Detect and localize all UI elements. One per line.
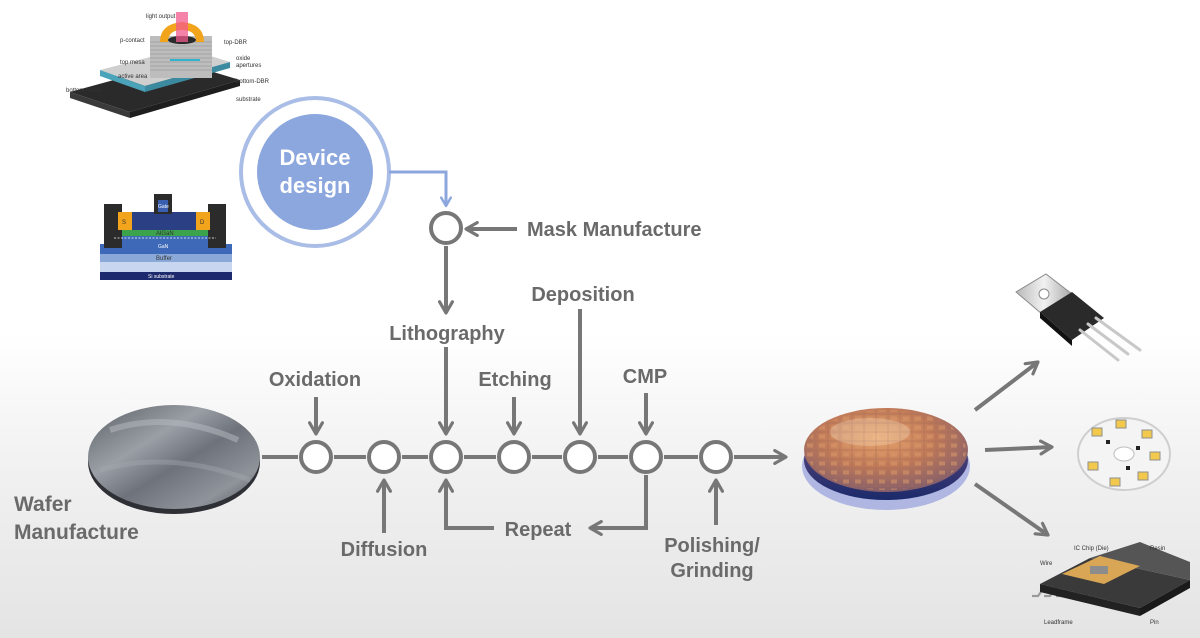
label-polishing-line2: Grinding (670, 560, 753, 582)
label-mask-manufacture: Mask Manufacture (527, 219, 702, 241)
ic-label-resin: Resin (1150, 546, 1165, 552)
vcsel-label-apertures: apertures (236, 63, 261, 69)
mask-node (429, 211, 463, 245)
vcsel-label-light-output: light output (146, 14, 176, 20)
oxidation-node (299, 440, 333, 474)
processed-wafer-image (802, 408, 970, 510)
label-oxidation: Oxidation (269, 369, 361, 391)
vcsel-illustration: light output p-contact top-DBR top mesa … (66, 12, 270, 118)
ic-label-wire: Wire (1040, 561, 1053, 567)
label-repeat: Repeat (505, 519, 572, 541)
vcsel-label-bottom-dbr: bottom-DBR (236, 79, 270, 85)
hemt-label-gan: GaN (158, 244, 169, 250)
device-design-arrow (389, 170, 452, 208)
label-wafer-line1: Wafer (14, 493, 72, 516)
vcsel-label-bottom-mesa: bottom mesa (66, 88, 101, 94)
lithography-node (429, 440, 463, 474)
device-design-line1: Device (280, 145, 351, 170)
device-design-node: Device design (239, 96, 391, 248)
label-diffusion: Diffusion (341, 539, 428, 561)
blank-wafer-image (88, 405, 260, 514)
led-board-image (1077, 417, 1171, 491)
diffusion-node (367, 440, 401, 474)
cmp-node (629, 440, 663, 474)
vcsel-label-top-dbr: top-DBR (224, 40, 248, 46)
vcsel-label-top-mesa: top mesa (120, 60, 145, 66)
ic-label-die: IC Chip (Die) (1074, 546, 1109, 552)
label-deposition: Deposition (531, 284, 634, 306)
ic-label-leadframe: Leadframe (1044, 620, 1073, 626)
ic-label-pin: Pin (1150, 620, 1159, 626)
process-nodes (299, 211, 733, 474)
label-wafer-line2: Manufacture (14, 521, 139, 544)
polishing-node (699, 440, 733, 474)
hemt-label-si-substrate: Si substrate (148, 274, 175, 280)
flow-connectors (262, 221, 1054, 537)
vcsel-label-active-area: active area (118, 74, 148, 80)
vcsel-label-p-contact: p-contact (120, 38, 145, 44)
transistor-image (1015, 273, 1142, 362)
deposition-node (563, 440, 597, 474)
etching-node (497, 440, 531, 474)
label-etching: Etching (478, 369, 551, 391)
hemt-label-s: S (122, 220, 126, 226)
label-polishing-line1: Polishing/ (664, 535, 760, 557)
hemt-label-gate: Gate (158, 204, 169, 210)
hemt-label-d: D (200, 220, 205, 226)
ic-package-image: Wire IC Chip (Die) Resin Leadframe Pin (1032, 542, 1190, 626)
hemt-label-buffer: Buffer (156, 256, 172, 262)
vcsel-label-oxide: oxide (236, 56, 251, 62)
device-design-line2: design (280, 173, 351, 198)
label-cmp: CMP (623, 366, 667, 388)
vcsel-label-substrate: substrate (236, 97, 261, 103)
hemt-label-algan: AlGaN (156, 231, 174, 237)
hemt-cross-section: Gate S D AlGaN GaN Buffer Si substrate (100, 194, 232, 280)
label-lithography: Lithography (389, 323, 505, 345)
